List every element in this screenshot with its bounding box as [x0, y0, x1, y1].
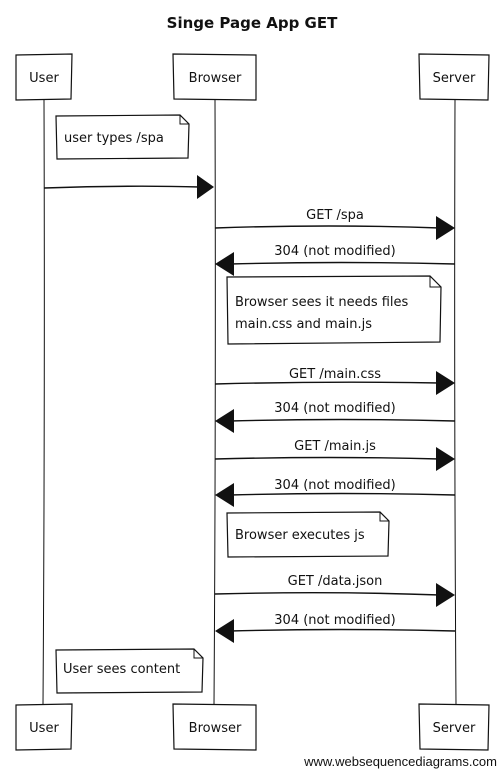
- message-get-main-css: GET /main.css: [214, 367, 455, 395]
- message-get-main-js: GET /main.js: [214, 439, 455, 471]
- message-label: 304 (not modified): [274, 401, 395, 416]
- lifeline-browser: [213, 99, 216, 706]
- participant-browser-bottom: Browser: [172, 703, 257, 751]
- message-label: GET /spa: [306, 208, 364, 223]
- participant-label: User: [29, 71, 59, 86]
- message-user-to-browser: [43, 175, 214, 199]
- message-label: 304 (not modified): [274, 478, 395, 493]
- message-label: GET /data.json: [288, 574, 383, 589]
- message-label: GET /main.css: [289, 367, 381, 382]
- message-304-3: 304 (not modified): [215, 478, 456, 507]
- participant-browser-top: Browser: [172, 53, 257, 101]
- message-label: 304 (not modified): [274, 613, 395, 628]
- message-get-data-json: GET /data.json: [214, 574, 455, 607]
- participant-label: Browser: [189, 71, 242, 86]
- message-label: GET /main.js: [294, 439, 376, 454]
- note-user-sees-content: User sees content: [55, 648, 204, 694]
- note-user-types: user types /spa: [55, 114, 190, 160]
- note-text: Browser sees it needs files: [235, 295, 409, 310]
- note-text: Browser executes js: [235, 528, 365, 543]
- note-text: user types /spa: [64, 131, 164, 146]
- participant-label: Browser: [189, 721, 242, 736]
- lifeline-server: [454, 99, 457, 706]
- diagram-title: Singe Page App GET: [167, 14, 338, 32]
- participant-server-bottom: Server: [418, 703, 490, 751]
- message-304-2: 304 (not modified): [215, 401, 456, 433]
- message-304-4: 304 (not modified): [215, 613, 456, 643]
- participant-user-bottom: User: [15, 703, 73, 751]
- watermark-link[interactable]: www.websequencediagrams.com: [304, 754, 497, 769]
- lifeline-user: [42, 99, 45, 706]
- note-text: main.css and main.js: [235, 317, 372, 332]
- message-304-1: 304 (not modified): [215, 244, 456, 276]
- participant-server-top: Server: [418, 53, 490, 101]
- participant-label: Server: [433, 71, 476, 86]
- note-browser-executes: Browser executes js: [226, 511, 390, 558]
- note-text: User sees content: [63, 662, 180, 677]
- participant-label: Server: [433, 721, 476, 736]
- note-browser-needs-files: Browser sees it needs files main.css and…: [226, 275, 442, 345]
- participant-label: User: [29, 721, 59, 736]
- message-label: 304 (not modified): [274, 244, 395, 259]
- message-get-spa: GET /spa: [214, 208, 455, 240]
- participant-user-top: User: [15, 53, 73, 101]
